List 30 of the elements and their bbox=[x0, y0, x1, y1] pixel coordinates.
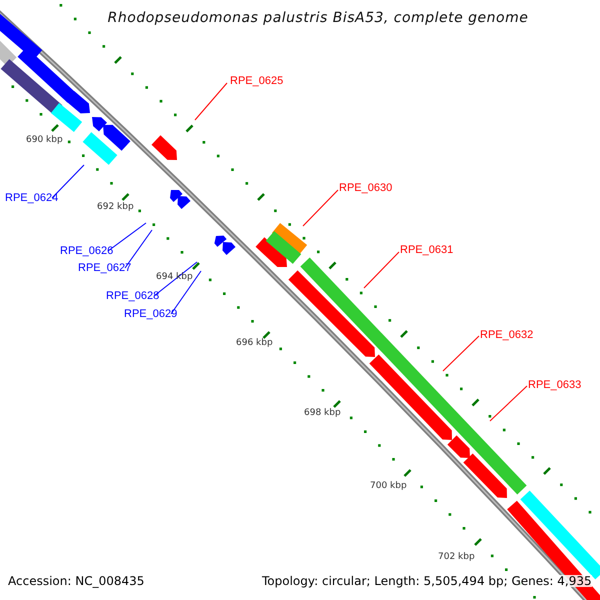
leader-line bbox=[108, 222, 146, 252]
leader-line bbox=[124, 230, 152, 268]
gene-label: RPE_0627 bbox=[78, 263, 132, 274]
scale-label: 690 kbp bbox=[26, 136, 63, 145]
scale-label: 698 kbp bbox=[304, 409, 341, 418]
gene-label: RPE_0624 bbox=[5, 193, 58, 204]
leader-line bbox=[490, 386, 528, 422]
scale-label: 694 kbp bbox=[156, 273, 193, 282]
leader-line bbox=[194, 82, 228, 120]
gene-label: RPE_0629 bbox=[124, 309, 178, 320]
leader-line bbox=[302, 190, 338, 226]
leader-line bbox=[154, 262, 198, 296]
scale-label: 692 kbp bbox=[97, 203, 134, 212]
leader-line bbox=[170, 270, 202, 314]
gene-label: RPE_0632 bbox=[480, 330, 534, 341]
gene-label: RPE_0626 bbox=[60, 246, 114, 257]
scale-label: 696 kbp bbox=[236, 339, 273, 348]
scale-label: 700 kbp bbox=[370, 482, 407, 491]
gene-label: RPE_0630 bbox=[339, 183, 392, 194]
gene-label: RPE_0625 bbox=[230, 76, 284, 87]
leader-line bbox=[442, 336, 480, 372]
leader-line bbox=[364, 252, 400, 288]
leader-line bbox=[52, 164, 84, 198]
footer-text: Accession: NC_008435 bbox=[8, 575, 144, 587]
gene-label: RPE_0628 bbox=[106, 291, 160, 302]
gene-label: RPE_0631 bbox=[400, 245, 454, 256]
gene-label: RPE_0633 bbox=[528, 380, 582, 391]
footer-text: Topology: circular; Length: 5,505,494 bp; Genes: 4,935 bbox=[262, 575, 592, 587]
scale-label: 702 kbp bbox=[438, 553, 475, 562]
map-title: Rhodopseudomonas palustris BisA53, complete genome bbox=[106, 11, 530, 25]
